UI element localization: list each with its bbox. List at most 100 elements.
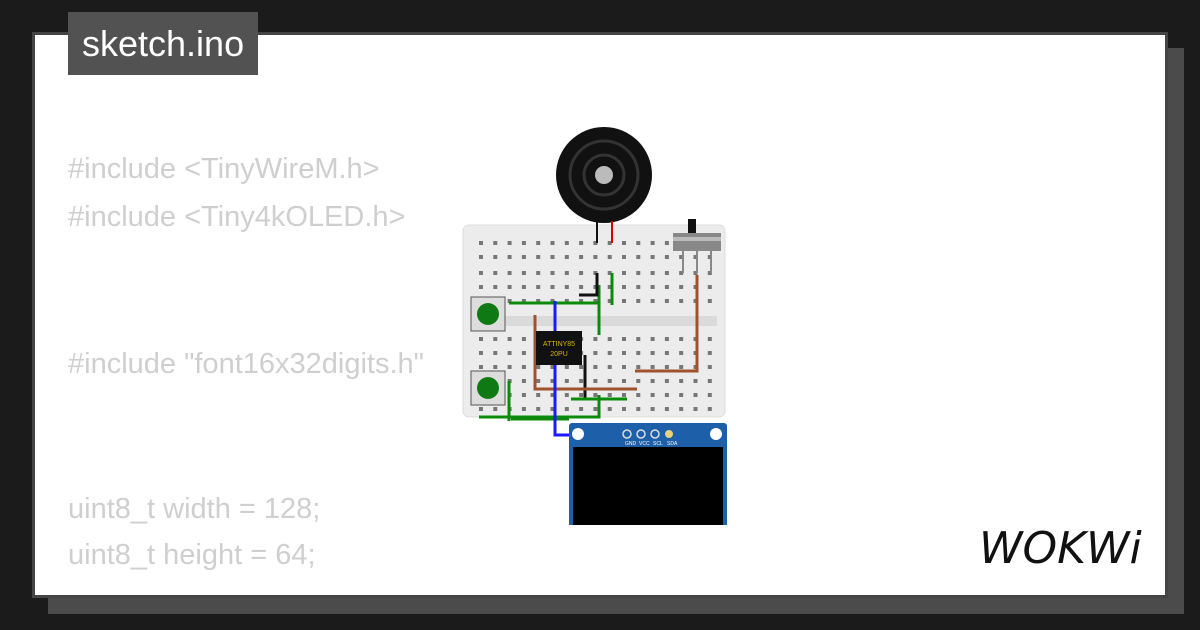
breadboard-hole <box>550 285 555 289</box>
breadboard-hole <box>564 393 569 397</box>
breadboard-hole <box>536 407 541 411</box>
breadboard-hole <box>650 379 655 383</box>
breadboard-hole <box>479 285 483 289</box>
breadboard-hole <box>521 393 526 397</box>
breadboard-hole <box>479 365 483 369</box>
breadboard-hole <box>650 271 655 275</box>
breadboard-hole <box>650 285 655 289</box>
breadboard-hole <box>607 379 612 383</box>
breadboard-hole <box>493 255 498 259</box>
breadboard-hole <box>679 255 684 259</box>
breadboard-hole <box>636 285 641 289</box>
breadboard-hole <box>693 393 698 397</box>
breadboard-hole <box>650 337 655 341</box>
code-line: uint8_t height = 64; <box>68 539 316 571</box>
code-line: #include <TinyWireM.h> <box>68 153 380 185</box>
breadboard-hole <box>521 299 526 303</box>
breadboard-hole <box>521 241 526 245</box>
breadboard-hole <box>564 365 569 369</box>
breadboard-hole <box>707 365 712 369</box>
breadboard-hole <box>579 407 584 411</box>
breadboard-hole <box>550 241 555 245</box>
wokwi-logo: WOKWi <box>979 523 1142 574</box>
breadboard-hole <box>536 271 541 275</box>
breadboard-hole <box>707 255 712 259</box>
breadboard-hole <box>693 271 698 275</box>
breadboard-hole <box>564 255 569 259</box>
breadboard-hole <box>521 271 526 275</box>
breadboard-hole <box>650 407 655 411</box>
breadboard-hole <box>707 299 712 303</box>
slide-switch <box>673 219 721 273</box>
breadboard-hole <box>479 241 483 245</box>
code-line: uint8_t width = 128; <box>68 493 321 525</box>
breadboard-hole <box>607 407 612 411</box>
chip-label-line1: ATTINY85 <box>543 341 575 348</box>
breadboard-hole <box>564 241 569 245</box>
breadboard-hole <box>636 337 641 341</box>
breadboard-hole <box>593 393 598 397</box>
breadboard-hole <box>607 271 612 275</box>
breadboard-hole <box>479 271 483 275</box>
breadboard-hole <box>607 285 612 289</box>
breadboard-hole <box>579 255 584 259</box>
breadboard-hole <box>479 255 483 259</box>
pushbutton-bottom <box>470 370 506 406</box>
breadboard-hole <box>579 379 584 383</box>
breadboard-hole <box>550 365 555 369</box>
breadboard-hole <box>679 379 684 383</box>
breadboard-hole <box>607 299 612 303</box>
breadboard-hole <box>579 393 584 397</box>
breadboard-hole <box>493 285 498 289</box>
breadboard-hole <box>650 351 655 355</box>
wokwi-logo-text: WOKWi <box>979 523 1142 574</box>
breadboard-hole <box>493 337 498 341</box>
oled-display: GND VCC SCL SDA <box>569 423 727 525</box>
breadboard-hole <box>593 351 598 355</box>
file-tab[interactable]: sketch.ino <box>68 12 259 75</box>
breadboard-hole <box>579 365 584 369</box>
breadboard-hole <box>507 271 512 275</box>
breadboard-hole <box>679 299 684 303</box>
breadboard-hole <box>564 285 569 289</box>
breadboard-hole <box>493 241 498 245</box>
breadboard-hole <box>493 407 498 411</box>
code-line: #include "font16x32digits.h" <box>68 348 424 380</box>
breadboard-hole <box>521 365 526 369</box>
breadboard-hole <box>507 337 512 341</box>
breadboard-hole <box>564 379 569 383</box>
code-line: #include <Tiny4kOLED.h> <box>68 201 406 233</box>
breadboard-hole <box>593 379 598 383</box>
breadboard-hole <box>664 241 669 245</box>
oled-pin-scl: SCL <box>653 441 663 447</box>
breadboard-hole <box>536 379 541 383</box>
breadboard-hole <box>507 365 512 369</box>
breadboard-hole <box>664 393 669 397</box>
breadboard-hole <box>607 241 612 245</box>
breadboard-hole <box>550 379 555 383</box>
breadboard-hole <box>622 337 626 341</box>
breadboard-hole <box>507 351 512 355</box>
breadboard-hole <box>550 299 555 303</box>
breadboard-hole <box>693 379 698 383</box>
breadboard-hole <box>550 407 555 411</box>
buzzer <box>556 127 652 243</box>
breadboard-hole <box>550 255 555 259</box>
breadboard-hole <box>679 393 684 397</box>
breadboard-hole <box>707 393 712 397</box>
breadboard-hole <box>564 407 569 411</box>
breadboard-hole <box>636 393 641 397</box>
breadboard-hole <box>521 337 526 341</box>
breadboard-hole <box>521 407 526 411</box>
breadboard-hole <box>707 271 712 275</box>
breadboard-hole <box>679 365 684 369</box>
breadboard-hole <box>636 365 641 369</box>
breadboard-hole <box>521 351 526 355</box>
breadboard-hole <box>536 299 541 303</box>
breadboard-hole <box>479 337 483 341</box>
breadboard-hole <box>607 351 612 355</box>
breadboard-hole <box>536 285 541 289</box>
breadboard-hole <box>693 255 698 259</box>
breadboard-hole <box>564 299 569 303</box>
breadboard-hole <box>550 393 555 397</box>
